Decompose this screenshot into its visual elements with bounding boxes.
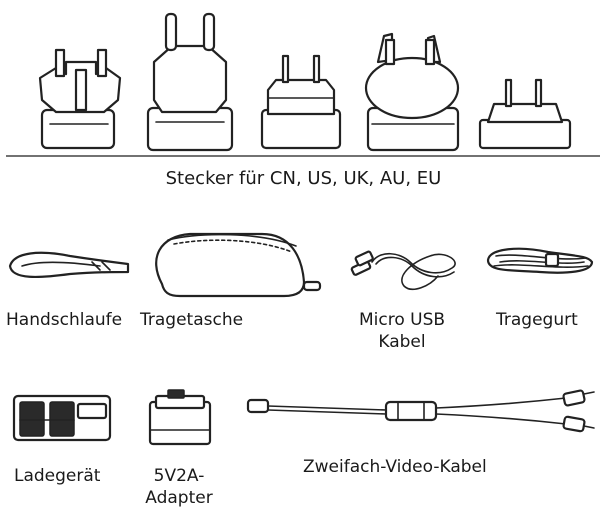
- micro-usb-cable-label-line2: Kabel: [378, 332, 426, 352]
- power-adapter-icon: [148, 389, 212, 446]
- battery-charger-icon: [12, 394, 112, 442]
- carry-strap-label: Tragegurt: [496, 310, 578, 330]
- adapter-label: 5V2A- Adapter: [134, 465, 224, 509]
- cn-plug-adapter-icon: [478, 78, 572, 150]
- carry-strap-icon: [486, 247, 594, 274]
- hand-strap-label: Handschlaufe: [6, 310, 123, 330]
- carry-bag-icon: [155, 232, 322, 298]
- carry-bag-label: Tragetasche: [140, 310, 244, 330]
- dual-video-cable-icon: [246, 389, 595, 433]
- hand-strap-icon: [8, 251, 130, 279]
- eu-plug-adapter-icon: [146, 12, 234, 152]
- micro-usb-cable-label-line1: Micro USB: [358, 310, 446, 330]
- adapter-label-line1: 5V2A-: [153, 466, 205, 486]
- uk-plug-adapter-icon: [38, 48, 122, 150]
- charger-label: Ladegerät: [14, 466, 101, 486]
- us-plug-adapter-icon: [260, 54, 342, 150]
- micro-usb-cable-label: Micro USB Kabel: [346, 309, 458, 353]
- au-plug-adapter-icon: [364, 32, 460, 152]
- adapter-label-line2: Adapter: [145, 488, 213, 508]
- plugs-caption: Stecker für CN, US, UK, AU, EU: [165, 168, 442, 189]
- dual-video-cable-label: Zweifach-Video-Kabel: [303, 457, 487, 477]
- micro-usb-cable-icon: [350, 250, 456, 291]
